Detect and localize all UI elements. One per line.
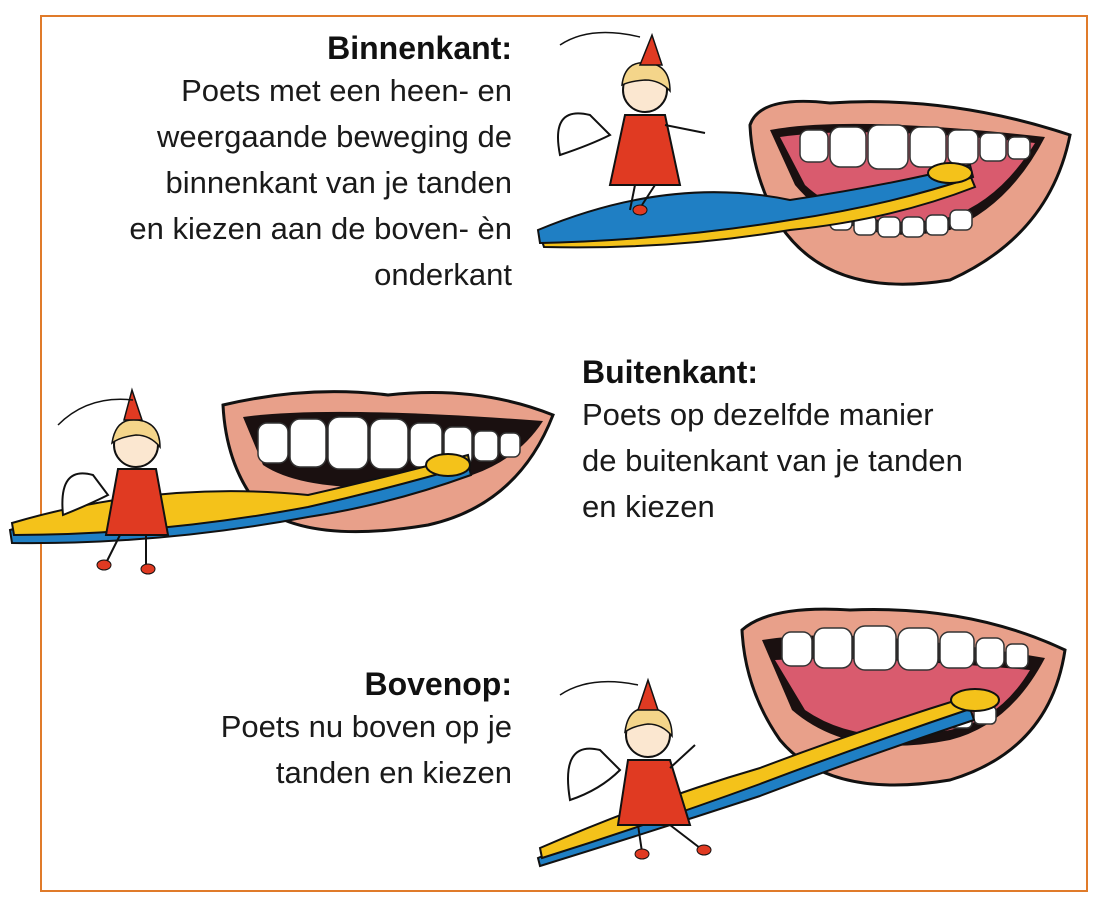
section-line: de buitenkant van je tanden [582, 443, 963, 478]
section-heading: Binnenkant: [327, 30, 512, 66]
section-line: tanden en kiezen [275, 755, 512, 790]
illustration-outer-brushing [8, 387, 555, 575]
fairy-illustration [559, 677, 712, 860]
section-line: Poets nu boven op je [220, 709, 512, 744]
section-line: en kiezen aan de boven- èn [129, 211, 512, 246]
section-line: weergaande beweging de [156, 119, 512, 154]
section-line: onderkant [374, 257, 512, 292]
toothbrush-illustration [536, 162, 977, 249]
fairy-illustration [57, 387, 170, 575]
section-line: Poets met een heen- en [181, 73, 512, 108]
section-buitenkant: Buitenkant: Poets op dezelfde manier de … [582, 352, 1052, 530]
section-line: Poets op dezelfde manier [582, 397, 934, 432]
section-line: binnenkant van je tanden [165, 165, 512, 200]
illustration-inner-brushing [536, 31, 1072, 286]
illustration-top-brushing [536, 607, 1067, 868]
page-border [40, 15, 1088, 892]
section-heading: Bovenop: [364, 666, 512, 702]
section-heading: Buitenkant: [582, 354, 758, 390]
section-line: en kiezen [582, 489, 715, 524]
section-binnenkant: Binnenkant: Poets met een heen- en weerg… [42, 28, 512, 298]
fairy-illustration [557, 31, 706, 216]
section-bovenop: Bovenop: Poets nu boven op je tanden en … [52, 664, 512, 796]
